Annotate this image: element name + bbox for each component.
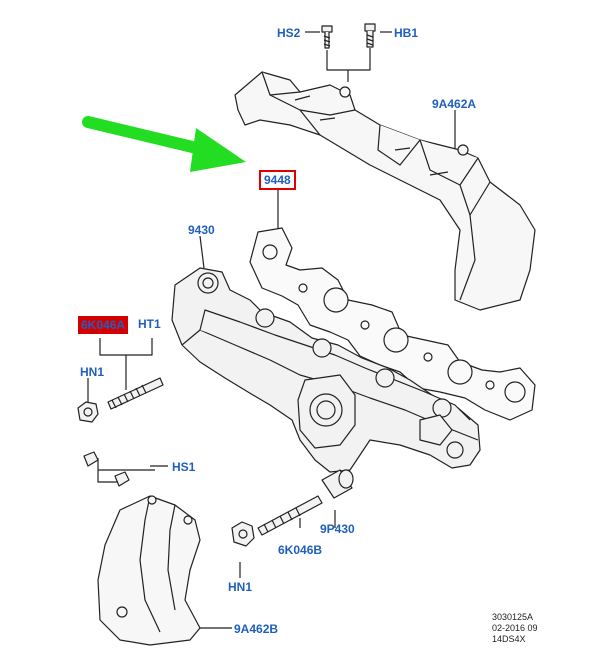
- label-hs2: HS2: [277, 26, 301, 40]
- label-9a462b: 9A462B: [234, 622, 279, 636]
- label-9448: 9448: [259, 170, 296, 190]
- label-hs1: HS1: [172, 460, 196, 474]
- upper-heat-shield: [234, 71, 536, 311]
- screw-hs2-icon: [321, 25, 333, 49]
- leader-lines: [87, 31, 456, 629]
- label-9p430: 9P430: [320, 522, 355, 536]
- nut-hn1-top-icon: [77, 401, 99, 423]
- label-ht1: HT1: [138, 317, 161, 331]
- reference-line-2: 02-2016 09: [492, 623, 538, 633]
- nut-hn1-bottom-icon: [231, 521, 255, 547]
- stud-6k046b-icon: [257, 495, 323, 536]
- reference-line-1: 3030125A: [492, 612, 534, 622]
- label-hn1-top: HN1: [80, 365, 105, 379]
- exhaust-gasket: [249, 227, 536, 421]
- label-6k046b: 6K046B: [278, 543, 323, 557]
- label-9430: 9430: [188, 223, 215, 237]
- label-9a462a: 9A462A: [432, 97, 477, 111]
- label-6k046a: 6K046A: [78, 316, 129, 334]
- green-pointer-arrow-icon: [82, 116, 246, 172]
- label-hb1: HB1: [394, 26, 419, 40]
- spacer-9p430-icon: [321, 469, 354, 499]
- reference-code: 3030125A 02-2016 09 14DS4X: [492, 612, 538, 645]
- label-hn1-bottom: HN1: [228, 580, 253, 594]
- reference-line-3: 14DS4X: [492, 634, 526, 644]
- lower-heat-shield: [97, 495, 201, 646]
- exhaust-manifold: [171, 267, 481, 473]
- screw-hs1-icon: [83, 451, 130, 487]
- stud-6k046a-icon: [107, 377, 164, 410]
- bolt-hb1-icon: [364, 23, 376, 48]
